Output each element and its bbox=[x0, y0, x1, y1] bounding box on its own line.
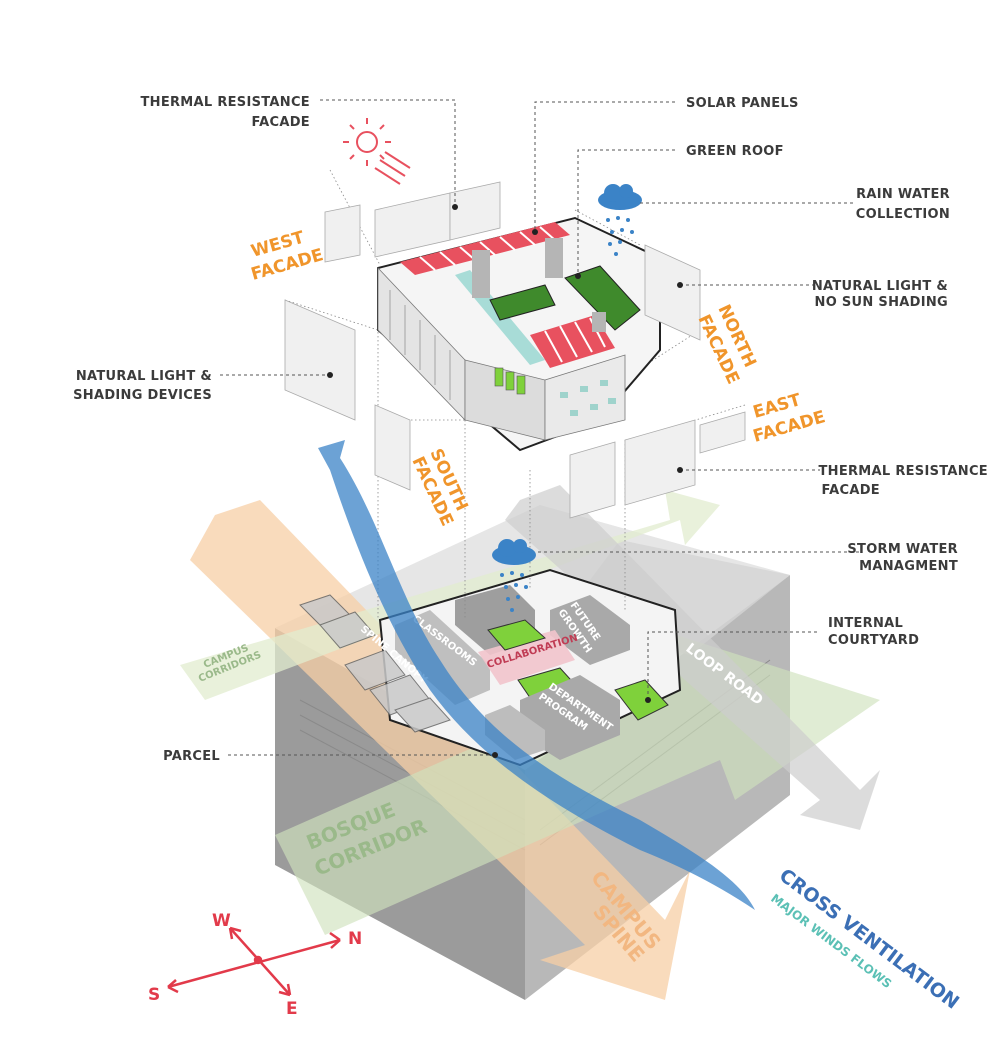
rain-cloud-icon bbox=[598, 184, 642, 256]
thermal-west-label: THERMAL RESISTANCE bbox=[140, 95, 310, 110]
solar-panels-top bbox=[400, 222, 570, 275]
west-facade-panels bbox=[324, 181, 501, 263]
green-roof-center bbox=[489, 284, 556, 321]
storm-cloud-icon bbox=[492, 539, 536, 612]
solar-panels-label: SOLAR PANELS bbox=[686, 96, 799, 111]
internal-courtyard-label-2: COURTYARD bbox=[828, 633, 919, 648]
compass-letters: N S E W bbox=[148, 911, 362, 1019]
natural-light-shading-label-2: SHADING DEVICES bbox=[73, 388, 212, 403]
building bbox=[377, 216, 661, 452]
leader-dots bbox=[327, 204, 683, 758]
south-facade-panels bbox=[284, 299, 411, 491]
internal-courtyard-label: INTERNAL bbox=[828, 616, 903, 631]
site-green-1 bbox=[487, 619, 546, 651]
spine-canopy bbox=[299, 594, 451, 733]
east-facade-panels bbox=[569, 411, 746, 519]
natural-light-shading-label: NATURAL LIGHT & bbox=[76, 369, 212, 384]
thermal-east-label: THERMAL RESISTANCE bbox=[818, 464, 988, 479]
compass bbox=[167, 926, 341, 997]
collaboration-space bbox=[478, 630, 575, 685]
compass-s: S bbox=[148, 985, 160, 1005]
cross-ventilation-label: CROSS VENTILATION bbox=[775, 864, 963, 1013]
compass-n: N bbox=[348, 929, 362, 949]
thermal-east-label-2: FACADE bbox=[821, 483, 880, 498]
natural-light-no-shading-label-2: NO SUN SHADING bbox=[815, 295, 948, 310]
parcel-label: PARCEL bbox=[163, 749, 220, 764]
storm-water-label: STORM WATER bbox=[847, 542, 958, 557]
rain-water-label-2: COLLECTION bbox=[856, 207, 950, 222]
thermal-west-label-2: FACADE bbox=[251, 115, 310, 130]
campus-corridors-arrow bbox=[180, 490, 720, 700]
north-facade-panel bbox=[644, 244, 701, 341]
sun-icon bbox=[343, 118, 411, 185]
green-roof-label: GREEN ROOF bbox=[686, 144, 784, 159]
loop-road-arrow bbox=[505, 485, 880, 830]
storm-water-label-2: MANAGMENT bbox=[859, 559, 958, 574]
leader-lines bbox=[220, 99, 860, 756]
rain-water-label: RAIN WATER bbox=[856, 187, 950, 202]
campus-spine-arrow bbox=[190, 500, 690, 1000]
natural-light-no-shading-label: NATURAL LIGHT & bbox=[812, 279, 948, 294]
future-growth-block bbox=[550, 595, 630, 665]
site-green-3 bbox=[614, 679, 669, 721]
callout-labels: THERMAL RESISTANCE FACADE SOLAR PANELS G… bbox=[73, 95, 988, 764]
site-plan: CLASSROOMS FUTURE GROWTH COLLABORATION D… bbox=[378, 568, 682, 767]
compass-e: E bbox=[286, 999, 298, 1019]
compass-w: W bbox=[212, 911, 231, 931]
